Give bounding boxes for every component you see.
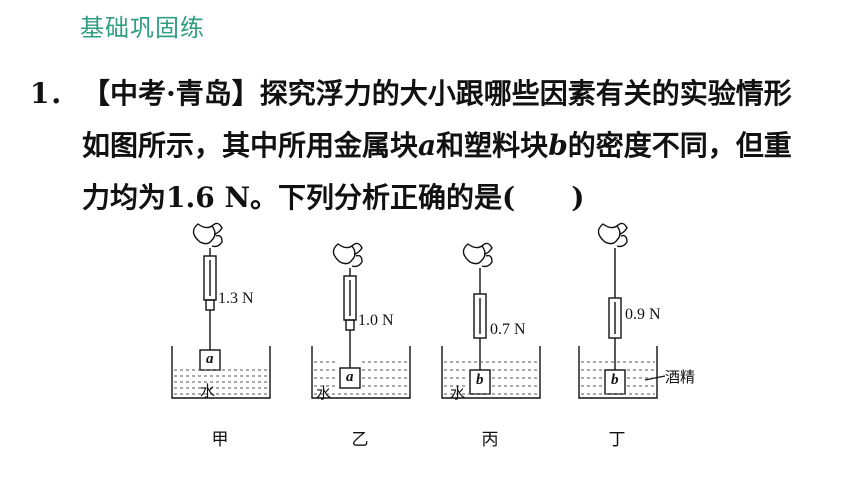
var-b: b [548,129,568,162]
liquid-label: 水 [450,386,466,402]
scale-reading: 0.9 N [625,306,661,323]
question-line-1: 【中考·青岛】探究浮力的大小跟哪些因素有关的实验情形 [82,68,840,120]
setup-bing: 0.7 N b 水 丙 [440,220,560,450]
scale-reading: 1.0 N [358,312,394,329]
liquid-label: 水 [316,386,332,402]
experiment-figure: 1.3 N a 水 甲 [150,220,710,480]
caption-bing: 丙 [481,430,499,449]
setup-ding: 0.9 N b 酒精 丁 [575,220,695,450]
spring-scale-apparatus [578,222,666,399]
question-line-2a: 如图所示，其中所用金属块 [82,129,419,162]
caption-jia: 甲 [211,430,229,449]
question-number: 1． [30,77,78,110]
scale-reading: 0.7 N [490,321,526,338]
question-text: 【中考·青岛】探究浮力的大小跟哪些因素有关的实验情形 如图所示，其中所用金属块a… [82,68,840,224]
question-line-3: 力均为1.6 N。下列分析正确的是( ) [82,181,585,214]
question-line-2c: 的密度不同，但重 [567,129,792,162]
question-line-2b: 和塑料块 [436,129,549,162]
spring-scale-apparatus [311,242,411,399]
spring-scale-apparatus [171,222,271,399]
scale-reading: 1.3 N [218,290,254,307]
setup-yi: 1.0 N a 水 乙 [300,220,420,450]
liquid-label: 水 [200,384,216,400]
question-line-1-text: 探究浮力的大小跟哪些因素有关的实验情形 [259,77,792,110]
caption-yi: 乙 [351,430,369,449]
block-label: b [476,372,484,388]
question-line-2: 如图所示，其中所用金属块a和塑料块b的密度不同，但重 [82,120,840,172]
block-label: a [206,351,214,367]
var-a: a [418,129,437,162]
caption-ding: 丁 [608,430,626,449]
question: 1． 【中考·青岛】探究浮力的大小跟哪些因素有关的实验情形 如图所示，其中所用金… [30,68,840,224]
liquid-label: 酒精 [665,368,696,386]
source-tag: 【中考·青岛】 [82,77,260,110]
setup-jia: 1.3 N a 水 甲 [160,220,280,450]
spring-scale-apparatus [441,242,541,399]
block-label: a [346,369,354,385]
section-title: 基础巩固练 [80,14,205,42]
block-label: b [611,372,619,388]
